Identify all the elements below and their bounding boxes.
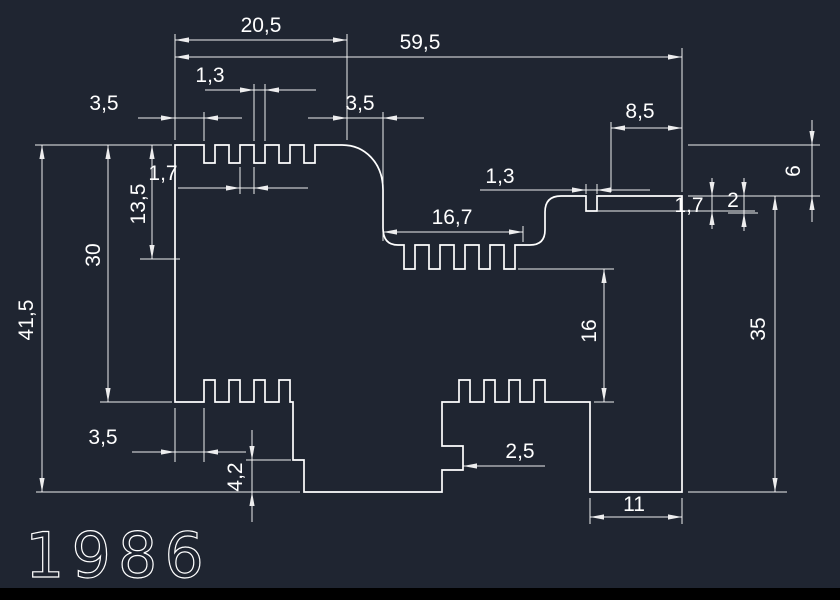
dim-tooth-gap-top-left: 1,7 — [148, 162, 308, 191]
dim-edge-offset-top-left: 3,5 — [89, 92, 242, 121]
dim-mid-shelf-width: 16,7 — [383, 206, 523, 235]
dim-left-wall-depth: 30 — [82, 145, 111, 402]
profile-outline — [174, 144, 683, 493]
dim-label-step-width-top: 3,5 — [345, 92, 374, 115]
drawing-number: 1986 — [25, 519, 211, 592]
dim-label-shelf-top-right: 8,5 — [625, 100, 654, 123]
dim-shelf-top-right: 8,5 — [611, 100, 682, 131]
dim-bottom-step: 4,2 — [224, 430, 255, 522]
bottom-black-bar — [0, 588, 840, 600]
dim-bottom-notch: 2,5 — [463, 440, 545, 469]
dim-foot-width: 11 — [590, 493, 682, 520]
dim-notch-depth-right: 1,7 — [674, 178, 715, 229]
dim-top-width: 20,5 — [175, 14, 347, 43]
dim-label-edge-offset-bottom-left: 3,5 — [88, 426, 117, 449]
dim-depth-mid-shelf: 13,5 — [127, 145, 155, 259]
dim-label-bottom-step: 4,2 — [224, 462, 247, 491]
dim-label-wall-thickness-right: 2 — [727, 189, 739, 212]
dim-overall-height: 41,5 — [15, 145, 45, 492]
dim-label-top-width: 20,5 — [241, 14, 282, 37]
dim-label-mid-height: 16 — [578, 319, 601, 342]
dim-label-notch-width-right: 1,3 — [485, 165, 514, 188]
dim-label-tooth-gap-top-left: 1,7 — [148, 162, 177, 185]
dim-right-height: 35 — [747, 196, 778, 492]
dim-label-overall-height: 41,5 — [15, 300, 38, 341]
dim-wall-thickness-right: 2 — [727, 178, 747, 231]
dim-label-drop-top-right: 6 — [782, 165, 805, 177]
dim-label-bottom-notch: 2,5 — [505, 440, 534, 463]
dim-drop-top-right: 6 — [782, 120, 815, 222]
dim-label-left-wall-depth: 30 — [82, 243, 105, 266]
dim-label-edge-offset-top-left: 3,5 — [89, 92, 118, 115]
dim-label-right-height: 35 — [747, 317, 770, 340]
dim-label-notch-depth-right: 1,7 — [674, 194, 703, 217]
dim-notch-width-right: 1,3 — [480, 165, 650, 193]
dim-overall-width: 59,5 — [175, 31, 682, 60]
dim-tooth-width-top: 1,3 — [195, 64, 316, 93]
dim-edge-offset-bottom-left: 3,5 — [88, 426, 246, 455]
dim-step-width-top: 3,5 — [308, 92, 424, 121]
dim-label-foot-width: 11 — [623, 493, 645, 516]
dimensions: 20,5 59,5 1,3 3,5 3,5 8,5 — [15, 14, 815, 522]
dim-mid-height: 16 — [578, 269, 607, 402]
dim-label-depth-mid-shelf: 13,5 — [127, 184, 150, 225]
dim-label-tooth-width-top: 1,3 — [195, 64, 224, 87]
dim-label-mid-shelf-width: 16,7 — [432, 206, 473, 229]
dim-label-overall-width: 59,5 — [400, 31, 441, 54]
